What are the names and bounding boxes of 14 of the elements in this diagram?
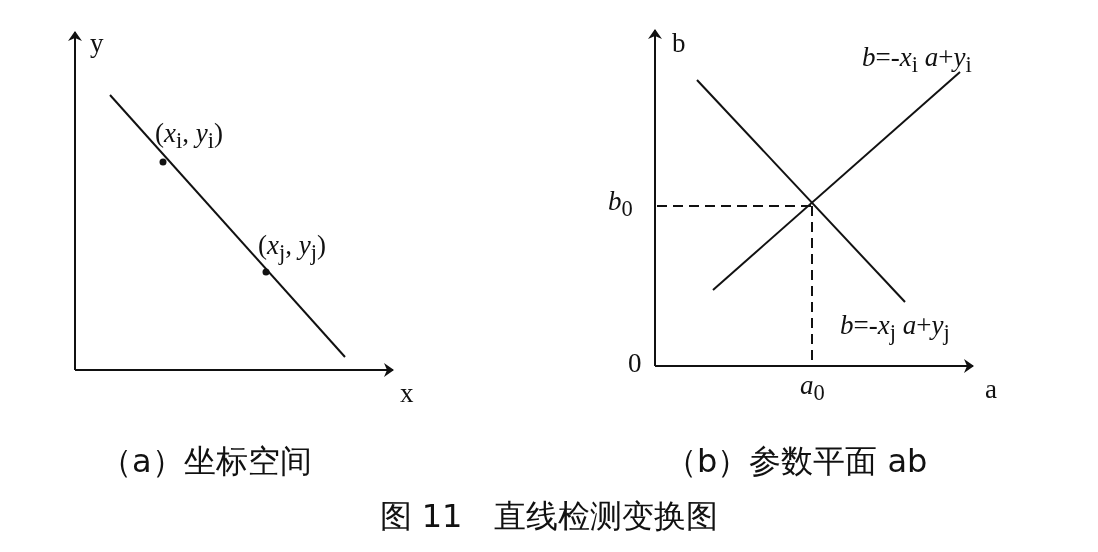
tick-label: a$_{0}$ <box>800 372 825 405</box>
tick-label: b$_{0}$ <box>608 188 633 221</box>
equation-label: b=-x$_{j}$ a+y$_{j}$ <box>840 312 950 345</box>
equation-label: b=-x$_{i}$ a+y$_{i}$ <box>862 44 972 77</box>
subfigure-caption: （a）坐标空间 <box>100 445 312 477</box>
axis-label: y <box>90 30 104 57</box>
figure-caption: 图 11 直线检测变换图 <box>378 500 720 532</box>
point-label: (x$_{j}$, y$_{j}$) <box>258 232 326 265</box>
tick-label: 0 <box>628 350 642 377</box>
axis-label: a <box>985 376 997 403</box>
axis-label: b <box>672 30 686 57</box>
point-label: (x$_{i}$, y$_{i}$) <box>155 120 223 153</box>
subfigure-caption: （b）参数平面 ab <box>665 445 928 477</box>
axis-label: x <box>400 380 414 407</box>
